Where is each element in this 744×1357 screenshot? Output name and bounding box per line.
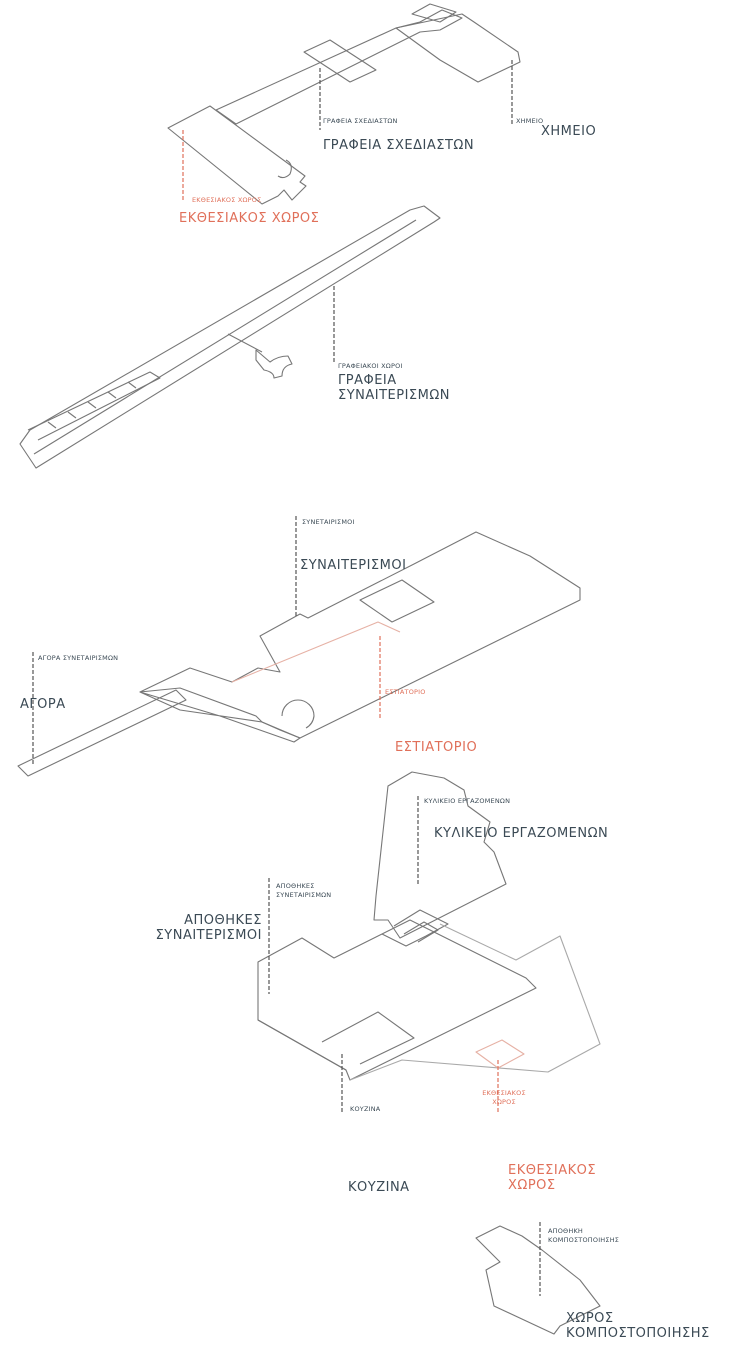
- label-ximeio-small: ΧΗΜΕΙΟ: [516, 117, 544, 125]
- level-2-tick: [87, 401, 97, 409]
- label-apothikes: ΑΠΟΘΗΚΕΣ ΣΥΝΑΙΤΕΡΙΣΜΟΙ: [155, 913, 262, 944]
- level-4-storage-edge: [257, 1019, 347, 1071]
- level-4-exhibition-outline: [475, 1039, 525, 1069]
- label-estiatorio-small: ΕΣΤΙΑΤΟΡΙΟ: [385, 688, 426, 696]
- label-ektheseiakos-xoros-2: ΕΚΘΕΣΙΑΚΟΣ ΧΩΡΟΣ: [508, 1163, 597, 1194]
- label-ektheseiakos-xoros-1: ΕΚΘΕΣΙΑΚΟΣ ΧΩΡΟΣ: [179, 211, 320, 226]
- label-ektheseiakos-xoros-small-2: ΕΚΘΕΣΙΑΚΟΣ ΧΩΡΟΣ: [482, 1089, 526, 1106]
- level-1-top-annex: [411, 3, 457, 23]
- level-3-restaurant-outline: [231, 621, 401, 683]
- label-agora-synetairismon-small: ΑΓΟΡΑ ΣΥΝΕΤΑΙΡΙΣΜΩΝ: [38, 654, 119, 662]
- level-4-plate: [257, 771, 601, 1081]
- level-2-cross-line: [227, 333, 263, 353]
- label-grafeia-sxediaston: ΓΡΑΦΕΙΑ ΣΧΕΔΙΑΣΤΩΝ: [323, 138, 475, 153]
- level-1-corridor: [215, 9, 463, 125]
- label-agora: ΑΓΟΡΑ: [20, 697, 66, 712]
- level-2-tick: [107, 391, 117, 399]
- level-3-plate: [17, 531, 581, 777]
- level-5-plate: [475, 1225, 601, 1335]
- label-grafeia-sxediaston-small: ΓΡΑΦΕΙΑ ΣΧΕΔΙΑΣΤΩΝ: [323, 117, 398, 125]
- level-3-left-annex: [139, 691, 301, 743]
- level-4-kitchen-outline: [321, 1011, 415, 1065]
- level-5-compost-plate: [475, 1225, 601, 1335]
- level-2-tick: [67, 411, 77, 419]
- level-2-tick: [47, 421, 57, 429]
- level-1-notch: [277, 159, 292, 179]
- level-4-bridge-inner: [403, 921, 439, 943]
- label-apothikes-small: ΑΠΟΘΗΚΕΣ ΣΥΝΕΤΑΙΡΙΣΜΩΝ: [276, 882, 332, 899]
- label-synaiterismoi: ΣΥΝΑΙΤΕΡΙΣΜΟΙ: [300, 558, 407, 573]
- level-4-storage-plate: [257, 919, 537, 1081]
- label-grafeiakoi-xoroi-small: ΓΡΑΦΕΙΑΚΟΙ ΧΩΡΟΙ: [338, 362, 403, 370]
- level-1-mid-block: [303, 39, 377, 83]
- level-3-inner-square: [359, 579, 435, 623]
- level-2-tick: [127, 381, 137, 389]
- level-2-long-plate: [19, 205, 441, 469]
- level-4-canteen-block: [373, 771, 507, 939]
- level-4-connector: [349, 923, 601, 1081]
- label-apothiki-kompostopoiisis-small: ΑΠΟΘΗΚΗ ΚΟΜΠΟΣΤΟΠΟΙΗΣΗΣ: [548, 1227, 620, 1244]
- level-1-right-block: [395, 13, 521, 83]
- label-kouzina: ΚΟΥΖΙΝΑ: [348, 1180, 410, 1195]
- label-kylikeio-small: ΚΥΛΙΚΕΙΟ ΕΡΓΑΖΟΜΕΝΩΝ: [424, 797, 511, 805]
- label-grafeia-synaiterismon: ΓΡΑΦΕΙΑ ΣΥΝΑΙΤΕΡΙΣΜΩΝ: [338, 373, 451, 404]
- level-3-market-strip: [17, 689, 187, 777]
- label-xoros-kompostopoiisis: ΧΩΡΟΣ ΚΟΜΠΟΣΤΟΠΟΙΗΣΗΣ: [566, 1311, 710, 1342]
- label-kylikeio: ΚΥΛΙΚΕΙΟ ΕΡΓΑΖΟΜΕΝΩΝ: [434, 826, 609, 841]
- label-estiatorio: ΕΣΤΙΑΤΟΡΙΟ: [395, 740, 478, 755]
- level-1-left-block: [167, 105, 307, 205]
- level-2-inner-line: [33, 219, 417, 455]
- level-3-circle: [281, 699, 315, 729]
- level-1-plate: [167, 3, 521, 205]
- level-2-strip: [27, 371, 161, 441]
- label-synetairismoi-small: ΣΥΝΕΤΑΙΡΙΣΜΟΙ: [302, 518, 355, 526]
- label-kouzina-small: ΚΟΥΖΙΝΑ: [350, 1105, 381, 1113]
- level-2-stair: [255, 349, 293, 379]
- level-2-plate: [19, 205, 441, 469]
- label-ektheseiakos-xoros-small-1: ΕΚΘΕΣΙΑΚΟΣ ΧΩΡΟΣ: [192, 196, 262, 204]
- label-ximeio: ΧΗΜΕΙΟ: [541, 124, 597, 139]
